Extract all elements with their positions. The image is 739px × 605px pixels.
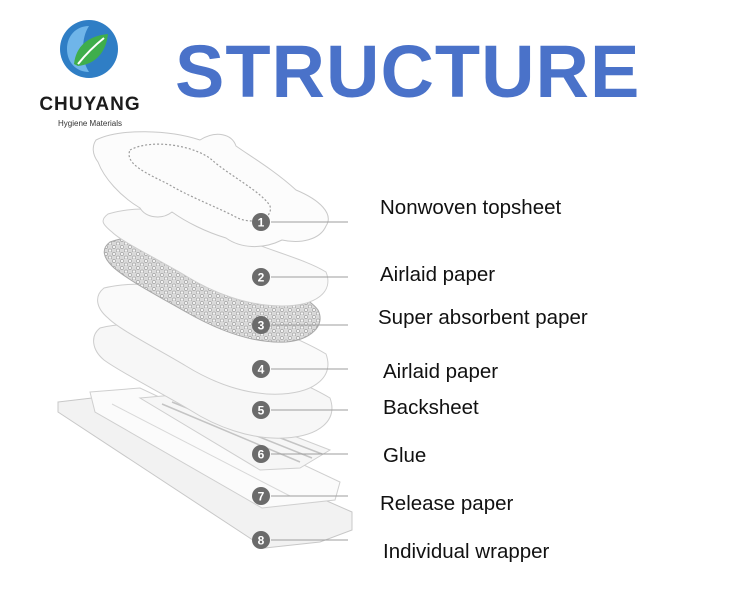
brand-tagline: Hygiene Materials [57, 119, 123, 128]
layer-number-1: 1 [258, 216, 265, 230]
layer-label-7: Release paper [380, 492, 514, 515]
layer-number-2: 2 [258, 271, 265, 285]
layer-number-8: 8 [258, 534, 265, 548]
layer-marker-4: 4 [252, 360, 270, 378]
layer-marker-1: 1 [252, 213, 270, 231]
layer-marker-5: 5 [252, 401, 270, 419]
layer-marker-8: 8 [252, 531, 270, 549]
leader-lines [271, 221, 348, 541]
leaf-logo-icon [60, 20, 118, 78]
layer-label-1: Nonwoven topsheet [380, 196, 562, 219]
layer-7-release-paper-shape [89, 387, 341, 509]
layer-number-5: 5 [258, 404, 265, 418]
layer-number-4: 4 [258, 363, 265, 377]
page-title: STRUCTURE [175, 30, 641, 113]
layer-label-3: Super absorbent paper [378, 306, 588, 329]
layer-marker-2: 2 [252, 268, 270, 286]
layer-1-topsheet-shape [92, 131, 329, 247]
brand-name: CHUYANG [39, 94, 141, 115]
layer-number-6: 6 [258, 448, 265, 462]
layer-label-5: Backsheet [383, 396, 479, 419]
layer-label-2: Airlaid paper [380, 263, 496, 286]
layer-marker-6: 6 [252, 445, 270, 463]
layer-marker-7: 7 [252, 487, 270, 505]
layer-label-4: Airlaid paper [383, 360, 499, 383]
layer-marker-3: 3 [252, 316, 270, 334]
layer-label-8: Individual wrapper [383, 540, 550, 563]
company-logo: CHUYANG Hygiene Materials [30, 18, 150, 138]
layer-label-6: Glue [383, 444, 427, 467]
layer-number-3: 3 [258, 319, 265, 333]
layer-number-7: 7 [258, 490, 265, 504]
